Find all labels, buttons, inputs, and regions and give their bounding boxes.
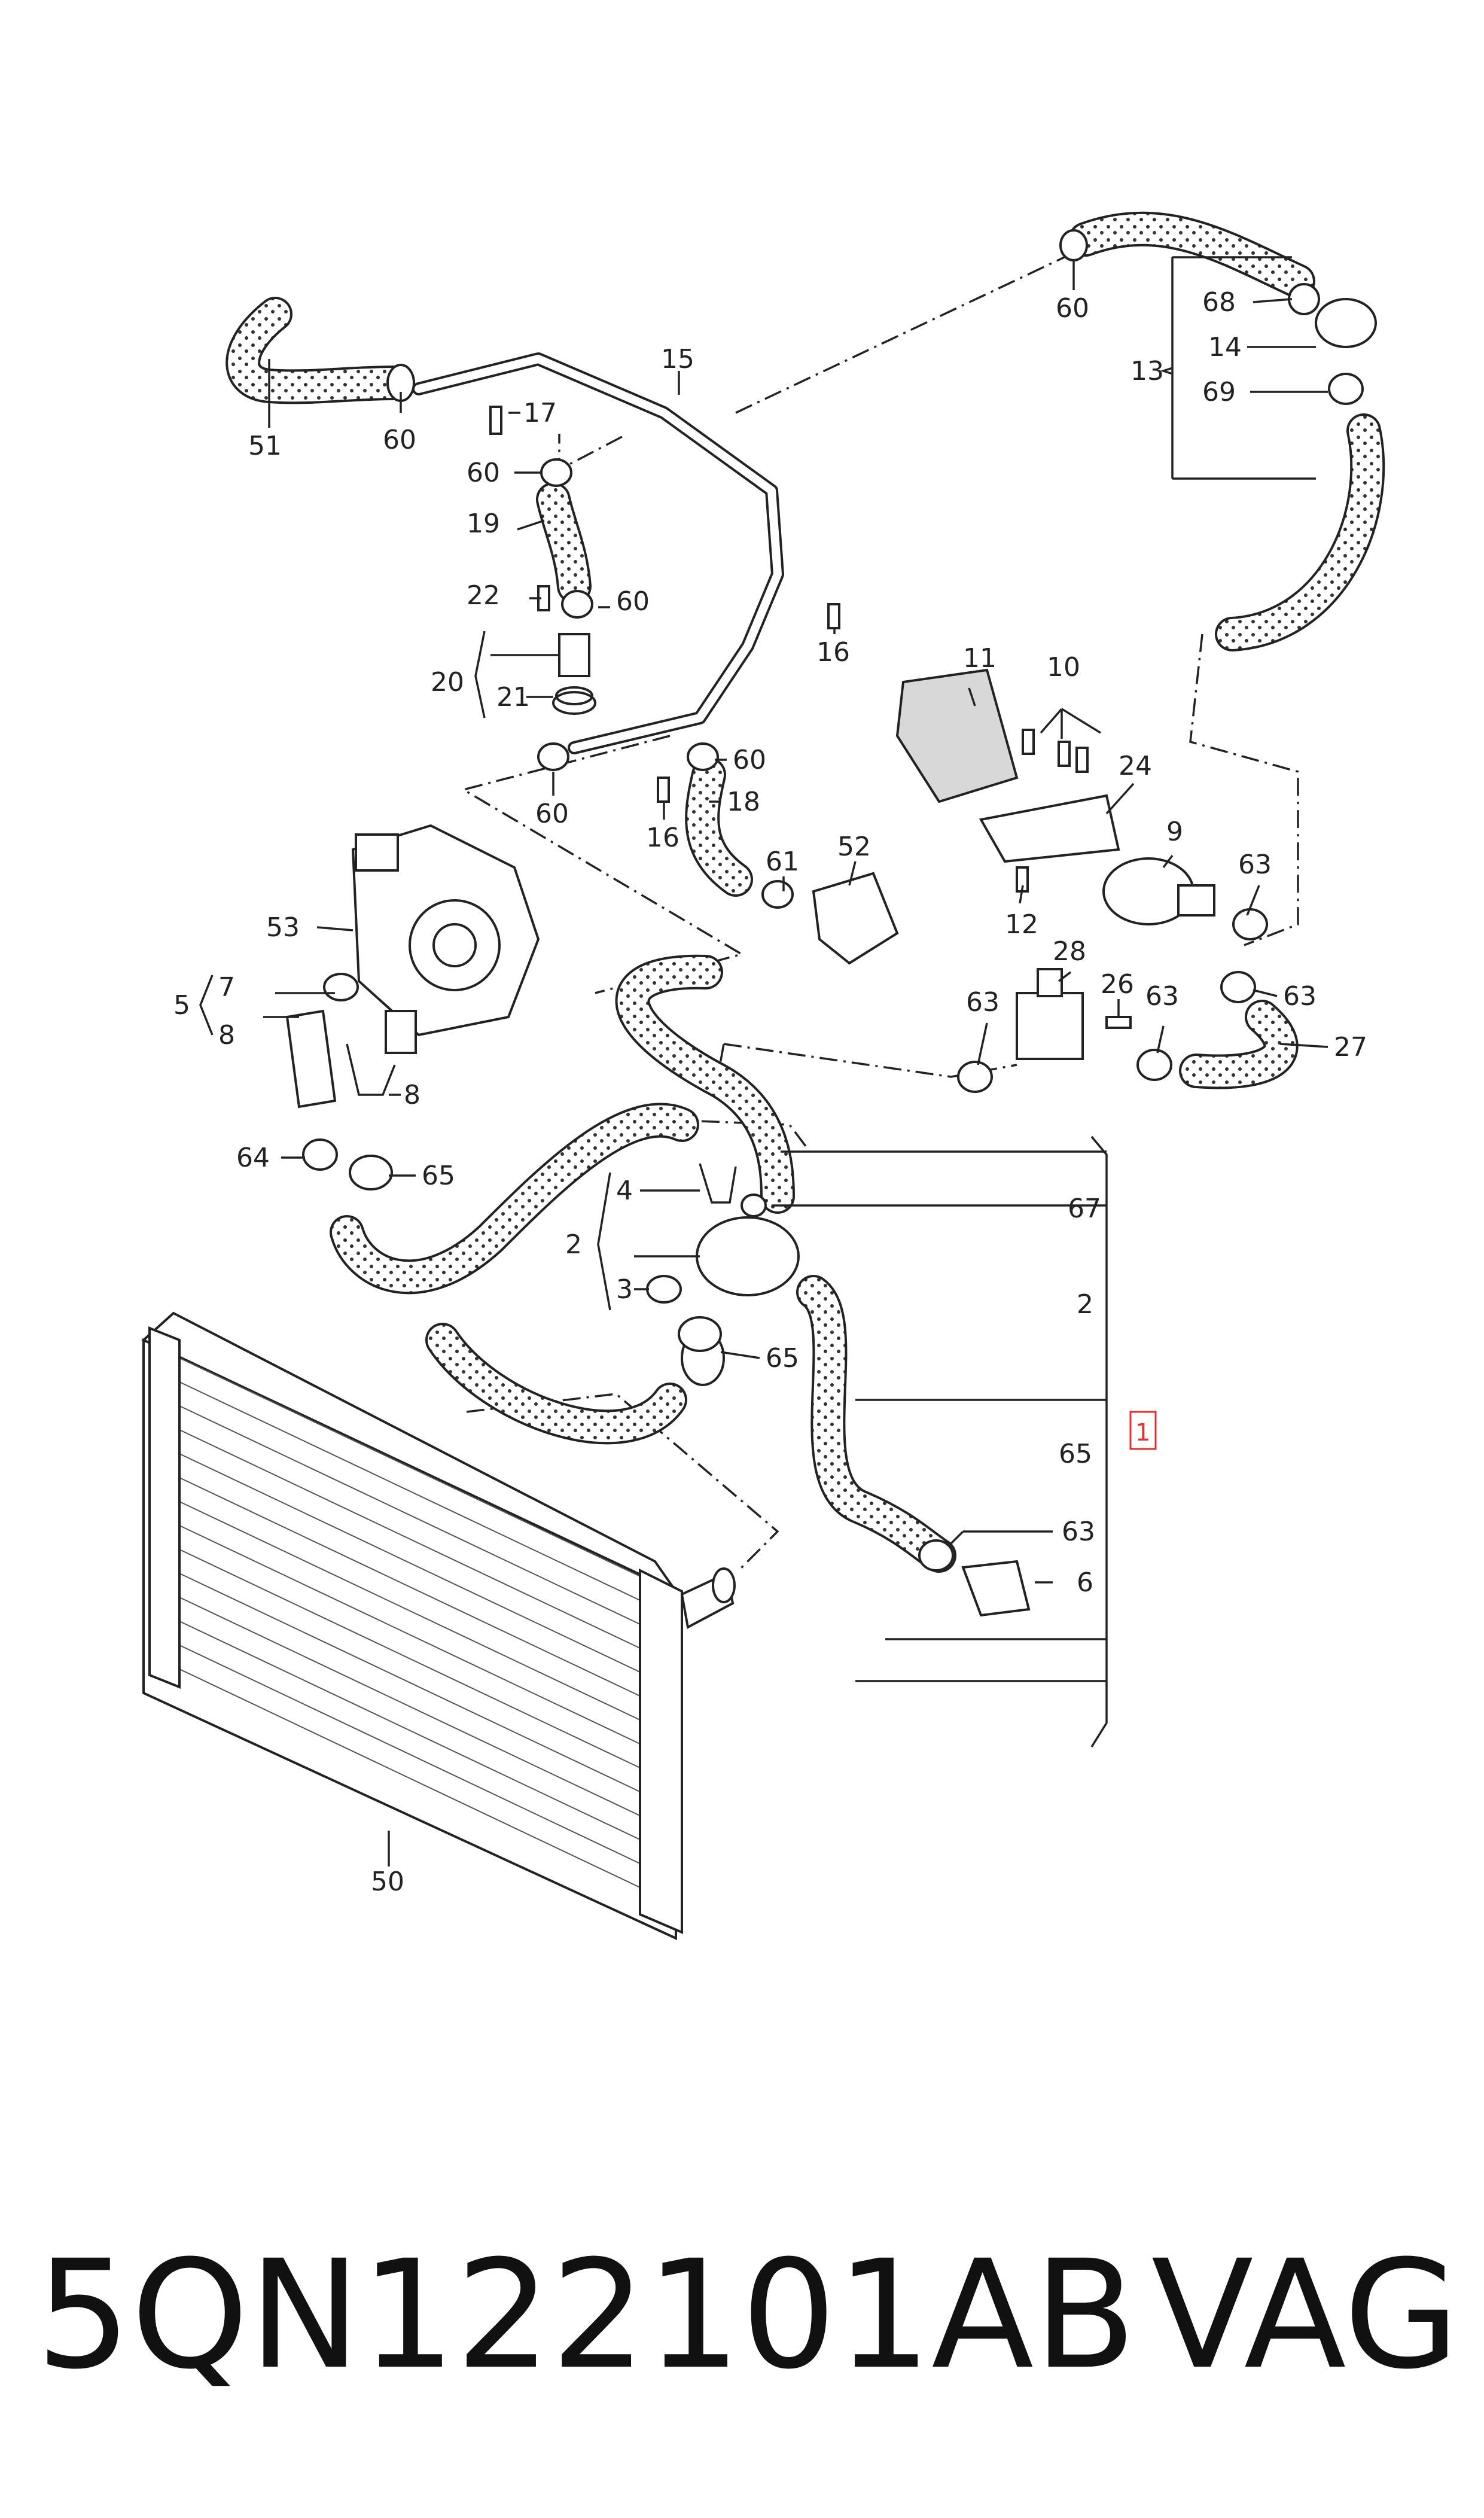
callout-60: 60 <box>616 586 650 617</box>
hoses <box>226 211 1385 1573</box>
callout-60: 60 <box>383 425 416 455</box>
callout-20: 20 <box>431 667 464 698</box>
callout-26: 26 <box>1101 969 1134 1000</box>
callout-63: 63 <box>1283 981 1317 1012</box>
components <box>285 229 1377 1617</box>
callout-52: 52 <box>837 832 871 862</box>
callout-15: 15 <box>661 344 694 374</box>
callout-69: 69 <box>1202 377 1236 407</box>
callout-16: 16 <box>816 637 850 668</box>
callout-19: 19 <box>467 509 500 539</box>
callout-63: 63 <box>1062 1517 1095 1547</box>
callout-65: 65 <box>1059 1439 1092 1469</box>
callout-2: 2 <box>1077 1289 1093 1320</box>
part-number-footer: 5QN122101AB VAG <box>36 2225 1459 2405</box>
callout-8: 8 <box>218 1020 235 1051</box>
callout-63: 63 <box>1238 850 1272 880</box>
callout-68: 68 <box>1202 287 1236 318</box>
callout-12: 12 <box>1005 909 1038 940</box>
callout-65: 65 <box>766 1343 799 1374</box>
callout-17: 17 <box>523 398 557 428</box>
callout-27: 27 <box>1334 1032 1367 1062</box>
callout-4: 4 <box>616 1176 633 1206</box>
callout-14: 14 <box>1208 332 1242 363</box>
callout-8: 8 <box>404 1080 420 1110</box>
callout-60: 60 <box>467 458 500 488</box>
callout-50: 50 <box>371 1867 404 1897</box>
callout-53: 53 <box>266 912 300 943</box>
callout-64: 64 <box>236 1143 270 1173</box>
callout-13: 13 <box>1130 356 1164 386</box>
callout-7: 7 <box>218 972 235 1003</box>
highlight-box <box>1129 1411 1157 1450</box>
callout-67: 67 <box>1068 1193 1101 1224</box>
callout-18: 18 <box>727 787 760 817</box>
callout-3: 3 <box>616 1274 633 1305</box>
callout-65: 65 <box>422 1161 455 1191</box>
callout-60: 60 <box>733 745 766 775</box>
callout-16: 16 <box>646 823 679 853</box>
callout-24: 24 <box>1119 751 1152 781</box>
callout-22: 22 <box>467 580 500 611</box>
callout-11: 11 <box>963 643 997 674</box>
callout-6: 6 <box>1077 1567 1093 1598</box>
coolant-pipe <box>412 352 784 754</box>
callout-51: 51 <box>248 431 282 461</box>
callout-2: 2 <box>565 1229 582 1260</box>
callout-28: 28 <box>1053 936 1086 967</box>
callout-9: 9 <box>1166 817 1183 847</box>
callout-60: 60 <box>535 799 569 829</box>
callout-61: 61 <box>766 847 799 877</box>
radiator <box>141 1311 736 1941</box>
callout-labels: 51 60 15 17 60 19 22 60 16 20 21 60 60 1… <box>173 287 1367 1897</box>
callout-60: 60 <box>1056 293 1089 324</box>
brand-name: VAG <box>1151 2228 1459 2402</box>
exploded-parts-diagram: 51 60 15 17 60 19 22 60 16 20 21 60 60 1… <box>141 211 1385 1941</box>
callout-63: 63 <box>1145 981 1179 1012</box>
leader-lines <box>263 260 1328 1867</box>
callout-10: 10 <box>1047 652 1080 683</box>
group-brackets <box>199 256 1316 1747</box>
callout-5: 5 <box>173 990 190 1021</box>
callout-21: 21 <box>496 682 530 713</box>
part-number: 5QN122101AB <box>36 2228 1136 2402</box>
callout-63: 63 <box>966 987 1000 1018</box>
callout-1: 1 <box>1135 1419 1150 1447</box>
